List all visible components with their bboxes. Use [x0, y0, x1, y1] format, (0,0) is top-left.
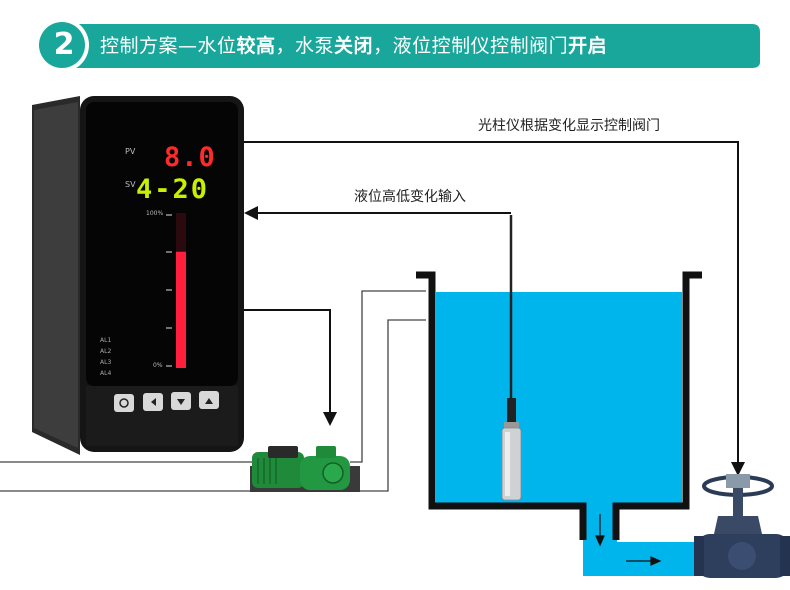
signal-lines [244, 141, 739, 468]
pv-tag: PV [125, 147, 136, 156]
banner-title: 控制方案—水位较高，水泵关闭，液位控制仪控制阀门开启 [100, 31, 607, 58]
step-number-badge: 2 [53, 27, 75, 62]
banner-part-2: 较高 [236, 35, 276, 57]
level-controller [32, 96, 244, 455]
valve-control-label: 光柱仪根据变化显示控制阀门 [478, 118, 660, 134]
flow-arrows [595, 514, 662, 566]
pump-pipes [0, 290, 426, 492]
level-input-label: 液位高低变化输入 [354, 189, 466, 205]
banner-part-5: ，液位控制仪控制阀门 [373, 35, 569, 57]
pv-display: 8.0 [164, 142, 216, 173]
alarm-label-3: AL3 [100, 359, 112, 366]
alarm-labels: AL1 AL2 AL3 AL4 [100, 335, 111, 379]
level-sensor [501, 215, 522, 501]
sv-tag: SV [125, 180, 136, 189]
alarm-label-1: AL1 [100, 337, 112, 344]
scale-top-label: 100% [146, 210, 164, 217]
banner-part-6: 开启 [568, 35, 608, 57]
control-valve [694, 474, 790, 578]
banner-part-4: 关闭 [334, 35, 374, 57]
scale-bottom-label: 0% [153, 362, 163, 369]
sv-display: 4-20 [136, 174, 210, 205]
banner-part-3: ，水泵 [275, 35, 335, 57]
signal-arrowheads [244, 206, 745, 476]
title-banner [35, 18, 760, 72]
alarm-label-2: AL2 [100, 348, 112, 355]
water-pump [250, 446, 360, 492]
alarm-label-4: AL4 [100, 370, 112, 377]
banner-part-1: 控制方案—水位 [100, 35, 237, 57]
water-tank [416, 271, 733, 576]
